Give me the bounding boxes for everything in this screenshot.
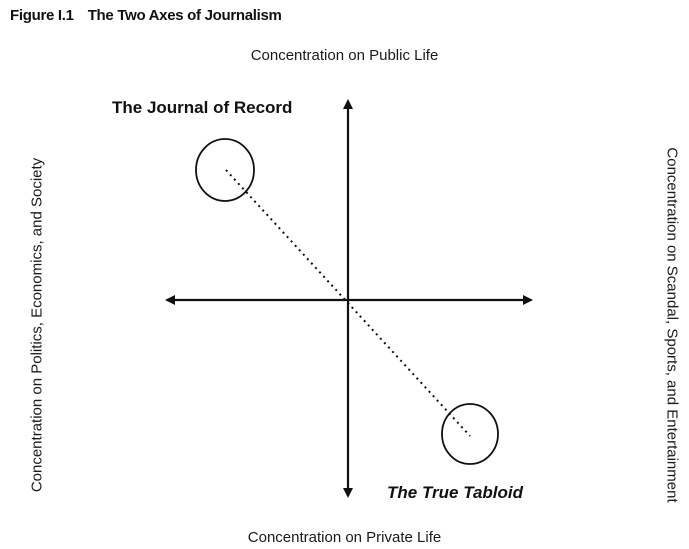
- true-tabloid-circle: [441, 403, 499, 465]
- axis-label-top: Concentration on Public Life: [250, 47, 439, 64]
- axis-label-bottom: Concentration on Private Life: [247, 529, 442, 546]
- journalism-continuum-dotted-line: [225, 169, 471, 437]
- journal-of-record-label: The Journal of Record: [112, 98, 293, 117]
- true-tabloid-label: The True Tabloid: [387, 483, 524, 502]
- figure-title: The Two Axes of Journalism: [87, 7, 282, 24]
- figure-number: Figure I.1: [10, 7, 74, 24]
- figure-header: Figure I.1 The Two Axes of Journalism: [10, 7, 282, 24]
- journal-of-record-circle: [195, 138, 255, 202]
